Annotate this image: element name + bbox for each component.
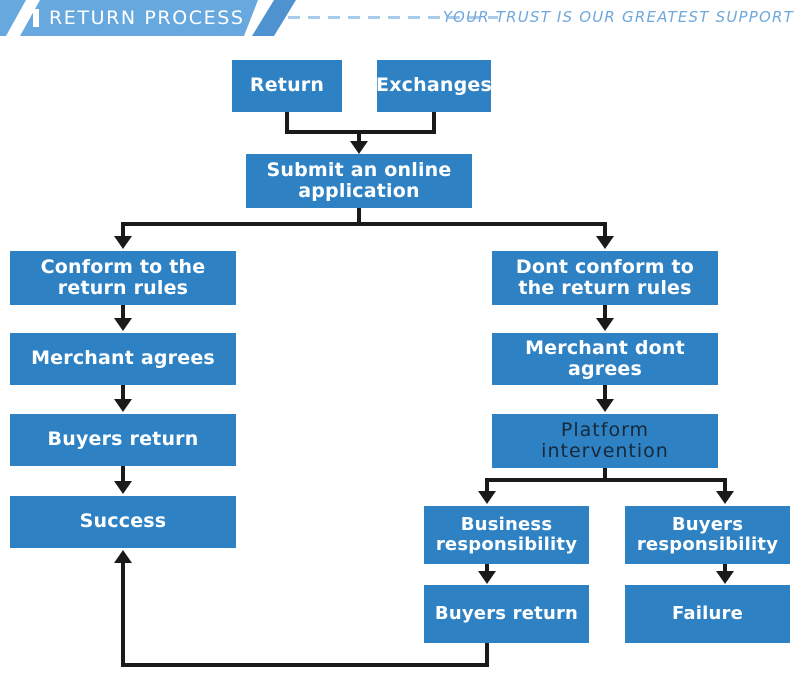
connector-split-bar-main: [121, 222, 607, 226]
connector-submit-down: [357, 208, 361, 226]
node-return[interactable]: Return: [232, 60, 342, 112]
connector-conform-down: [121, 305, 125, 320]
node-buyers-return-left[interactable]: Buyers return: [10, 414, 236, 466]
connector-return-down: [285, 112, 289, 134]
arrow-into-buyers-return-left: [114, 399, 132, 412]
connector-platform-left-drop: [485, 478, 489, 493]
arrow-into-conform: [114, 236, 132, 249]
header-dashed-divider: [288, 16, 498, 19]
node-exchanges[interactable]: Exchanges: [376, 60, 492, 112]
node-conform-to-return-rules[interactable]: Conform to the return rules: [10, 251, 236, 305]
page-header: RETURN PROCESS YOUR TRUST IS OUR GREATES…: [0, 0, 800, 36]
node-success[interactable]: Success: [10, 496, 236, 548]
connector-merchant-dont-down: [603, 385, 607, 401]
node-buyers-responsibility[interactable]: Buyers responsibility: [625, 506, 790, 564]
connector-split-right-drop: [603, 222, 607, 238]
arrow-into-buyers-return-right: [478, 571, 496, 584]
connector-merge-stem: [357, 130, 361, 144]
arrow-into-dont-conform: [596, 236, 614, 249]
node-dont-conform-to-return-rules[interactable]: Dont conform to the return rules: [492, 251, 718, 305]
connector-feedback-bar: [121, 663, 489, 667]
header-tagline: YOUR TRUST IS OUR GREATEST SUPPORT: [442, 8, 794, 26]
node-submit-online-application[interactable]: Submit an online application: [246, 154, 472, 208]
arrow-into-failure: [716, 571, 734, 584]
connector-buyers-resp-down: [723, 564, 727, 574]
arrow-into-success: [114, 481, 132, 494]
connector-dont-conform-down: [603, 305, 607, 320]
node-platform-intervention[interactable]: Platform intervention: [492, 414, 718, 468]
connector-merchant-agrees-down: [121, 385, 125, 401]
connector-exchanges-down: [432, 112, 436, 134]
arrow-feedback-into-success: [114, 550, 132, 563]
node-buyers-return-right[interactable]: Buyers return: [424, 585, 589, 643]
arrow-into-merchant-dont-agrees: [596, 318, 614, 331]
node-failure[interactable]: Failure: [625, 585, 790, 643]
arrow-into-merchant-agrees: [114, 318, 132, 331]
connector-buyers-return-left-down: [121, 466, 125, 483]
arrow-into-submit: [350, 141, 368, 154]
node-business-responsibility[interactable]: Business responsibility: [424, 506, 589, 564]
connector-business-resp-down: [485, 564, 489, 574]
connector-feedback-down: [485, 643, 489, 667]
node-merchant-agrees[interactable]: Merchant agrees: [10, 333, 236, 385]
arrow-into-business-responsibility: [478, 491, 496, 504]
header-tick-icon: [33, 9, 39, 27]
connector-split-left-drop: [121, 222, 125, 238]
connector-platform-down: [603, 468, 607, 482]
header-banner-shape: [0, 0, 258, 36]
page-title: RETURN PROCESS: [49, 7, 245, 29]
arrow-into-platform: [596, 399, 614, 412]
connector-split-bar-platform: [485, 478, 727, 482]
node-merchant-dont-agrees[interactable]: Merchant dont agrees: [492, 333, 718, 385]
arrow-into-buyers-responsibility: [716, 491, 734, 504]
connector-feedback-up: [121, 563, 125, 665]
connector-platform-right-drop: [723, 478, 727, 493]
